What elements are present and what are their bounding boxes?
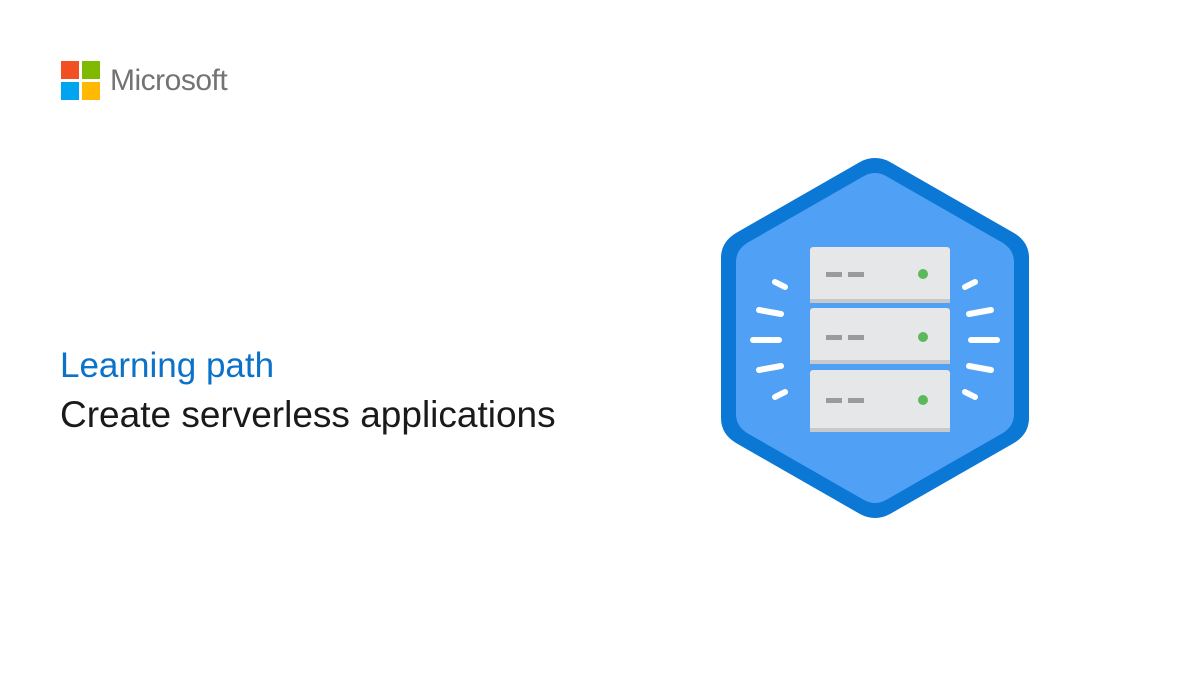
- server-slot: [848, 272, 864, 277]
- server-slot: [826, 335, 842, 340]
- status-indicator-icon: [918, 269, 928, 279]
- server-rack-icon: [810, 247, 950, 432]
- server-unit-1: [810, 247, 950, 303]
- server-unit-2: [810, 308, 950, 364]
- logo-square-blue: [61, 82, 79, 100]
- microsoft-logo-icon: [61, 61, 100, 100]
- server-slot: [826, 398, 842, 403]
- server-slot: [848, 335, 864, 340]
- microsoft-wordmark: Microsoft: [110, 64, 228, 97]
- right-rays-icon: [962, 279, 1000, 400]
- logo-square-green: [82, 61, 100, 79]
- server-slot: [848, 398, 864, 403]
- logo-square-red: [61, 61, 79, 79]
- learning-path-label: Learning path: [60, 346, 275, 385]
- logo-square-yellow: [82, 82, 100, 100]
- page-title: Create serverless applications: [60, 394, 556, 435]
- server-slot: [826, 272, 842, 277]
- status-indicator-icon: [918, 332, 928, 342]
- learning-path-badge: [721, 158, 1029, 518]
- server-unit-3: [810, 370, 950, 432]
- left-rays-icon: [750, 279, 788, 400]
- status-indicator-icon: [918, 395, 928, 405]
